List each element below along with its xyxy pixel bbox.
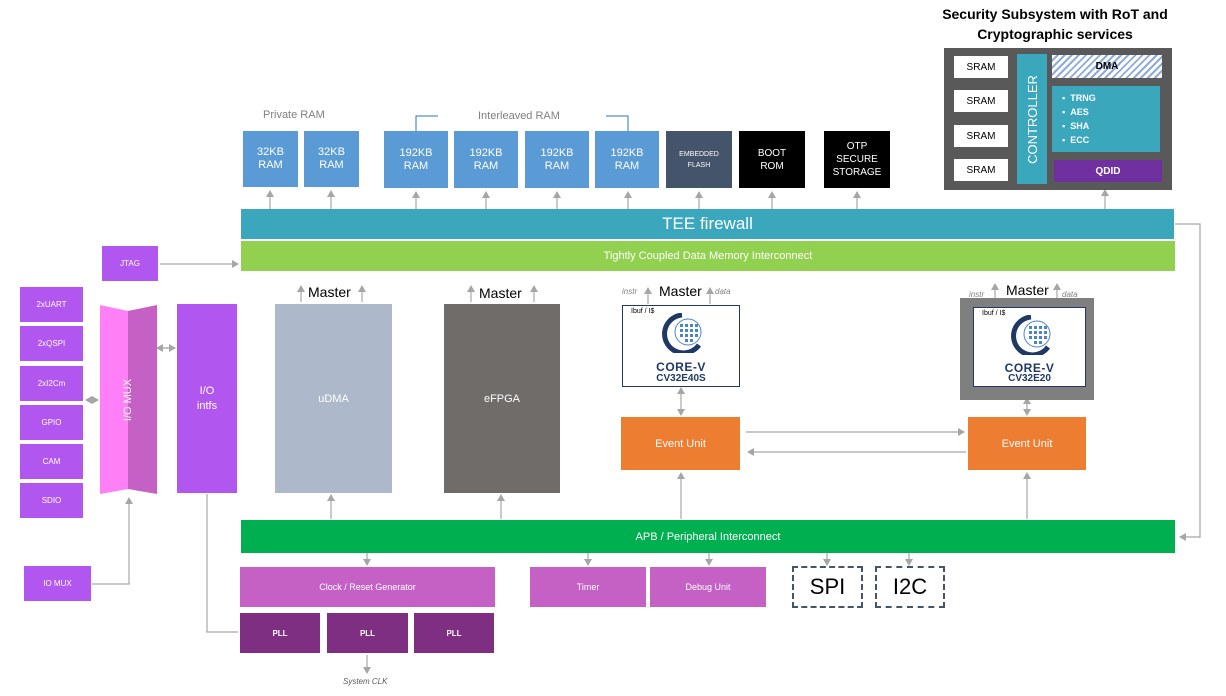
interleaved-ram-1-type: RAM (403, 159, 429, 172)
data-label-core2: data (1062, 290, 1078, 299)
i2c-block: I2C (875, 566, 945, 608)
master-label-udma: Master (308, 284, 351, 300)
security-sram-4: SRAM (954, 159, 1008, 181)
event-unit-1: Event Unit (621, 417, 740, 470)
crypto-trng-label: TRNG (1070, 93, 1096, 103)
io-mux-label-text: I/O MUX (122, 378, 135, 421)
security-dma: DMA (1052, 55, 1162, 78)
crypto-aes-label: AES (1070, 107, 1089, 117)
private-ram-label: Private RAM (263, 109, 325, 121)
spi-block: SPI (792, 566, 863, 608)
security-sram-3: SRAM (954, 125, 1008, 147)
core2-logo-icon (1011, 315, 1051, 355)
clock-reset-generator: Clock / Reset Generator (240, 567, 495, 607)
apb-interconnect: APB / Peripheral Interconnect (241, 520, 1175, 553)
security-qdid: QDID (1054, 160, 1162, 182)
embedded-flash-l1: EMBEDDED (679, 150, 719, 158)
interleaved-ram-4: 192KB RAM (595, 131, 659, 188)
interleaved-ram-2: 192KB RAM (454, 131, 518, 188)
private-ram-2-size: 32KB (318, 146, 345, 158)
interleaved-ram-3-size: 192KB (540, 146, 574, 159)
udma-block: uDMA (275, 304, 392, 493)
pll-1: PLL (240, 613, 320, 653)
io-mux-small: IO MUX (24, 566, 91, 601)
io-intfs-l1: I/O (199, 384, 215, 397)
instr-label-core2: instr (969, 290, 985, 299)
core-cv32e40s: Ibuf / I$ CORE-V CV32E40S (622, 305, 740, 387)
security-title: Security Subsystem with RoT and Cryptogr… (930, 4, 1180, 44)
boot-rom-l2: ROM (760, 160, 784, 172)
core1-logo-icon (662, 313, 702, 353)
otp-l2: SECURE (836, 154, 878, 165)
security-title-line1: Security Subsystem with RoT and (942, 6, 1168, 22)
security-sram-1: SRAM (954, 56, 1008, 78)
crypto-item-ecc: ▪ ECC (1062, 135, 1090, 145)
crypto-item-trng: ▪ TRNG (1062, 93, 1096, 103)
core-cv32e20: Ibuf / I$ CORE-V CV32E20 (973, 307, 1086, 387)
tcdm-interconnect: Tightly Coupled Data Memory Interconnect (241, 241, 1175, 271)
private-ram-1-type: RAM (258, 159, 283, 171)
crypto-ecc-label: ECC (1070, 135, 1090, 145)
interleaved-ram-2-size: 192KB (469, 146, 503, 159)
security-crypto-block: ▪ TRNG ▪ AES ▪ SHA ▪ ECC (1052, 86, 1160, 152)
interleaved-ram-4-type: RAM (614, 159, 640, 172)
security-title-line2: Cryptographic services (977, 26, 1133, 42)
private-ram-1: 32KB RAM (243, 131, 298, 187)
core1-ibuf-label: Ibuf / I$ (631, 308, 655, 315)
master-label-efpga: Master (479, 285, 522, 301)
crypto-sha-label: SHA (1070, 121, 1090, 131)
interleaved-ram-3: 192KB RAM (525, 131, 589, 188)
system-clk-label: System CLK (343, 677, 388, 686)
core2-name: CV32E20 (1008, 373, 1051, 384)
core2-brand: CORE-V (1004, 361, 1055, 375)
embedded-flash: EMBEDDED FLASH (666, 131, 732, 188)
tee-firewall: TEE firewall (241, 209, 1174, 239)
efpga-block: eFPGA (444, 304, 560, 493)
timer-block: Timer (530, 567, 646, 607)
crypto-item-sha: ▪ SHA (1062, 121, 1090, 131)
security-controller: CONTROLLER (1017, 54, 1047, 184)
pll-2: PLL (327, 613, 408, 653)
core1-name: CV32E40S (656, 373, 706, 384)
otp-secure-storage: OTP SECURE STORAGE (824, 131, 890, 188)
interleaved-ram-4-size: 192KB (610, 146, 644, 159)
periph-2xuart: 2xUART (20, 287, 83, 322)
security-controller-label: CONTROLLER (1024, 74, 1040, 164)
data-label-core1: data (715, 287, 731, 296)
master-label-core1: Master (659, 283, 702, 299)
private-ram-2-type: RAM (319, 159, 344, 171)
debug-unit: Debug Unit (650, 567, 766, 607)
private-ram-1-size: 32KB (257, 146, 284, 158)
master-label-core2: Master (1006, 282, 1049, 298)
core2-ibuf-label: Ibuf / I$ (982, 310, 1006, 317)
otp-l3: STORAGE (832, 167, 882, 178)
core1-brand: CORE-V (656, 360, 706, 374)
periph-cam: CAM (20, 444, 83, 479)
otp-l1: OTP (846, 141, 868, 152)
boot-rom-l1: BOOT (757, 147, 787, 159)
private-ram-2: 32KB RAM (304, 131, 359, 187)
interleaved-ram-3-type: RAM (544, 159, 570, 172)
interleaved-ram-2-type: RAM (473, 159, 499, 172)
periph-2xi2cm: 2xI2Cm (20, 366, 83, 401)
instr-label-core1: instr (622, 287, 638, 296)
interleaved-ram-label: Interleaved RAM (478, 110, 560, 122)
jtag-block: JTAG (102, 246, 158, 281)
embedded-flash-l2: FLASH (687, 161, 711, 169)
periph-gpio: GPIO (20, 405, 83, 440)
periph-2xqspi: 2xQSPI (20, 326, 83, 361)
io-intfs: I/O intfs (177, 304, 237, 493)
io-mux-shape (100, 305, 157, 494)
io-intfs-l2: intfs (196, 399, 218, 412)
security-sram-2: SRAM (954, 90, 1008, 112)
event-unit-2: Event Unit (968, 417, 1086, 470)
interleaved-ram-1-size: 192KB (399, 146, 433, 159)
interleaved-ram-1: 192KB RAM (384, 131, 448, 188)
boot-rom: BOOT ROM (739, 131, 805, 188)
io-mux-label: I/O MUX (100, 305, 157, 494)
pll-3: PLL (414, 613, 494, 653)
periph-sdio: SDIO (20, 483, 83, 518)
crypto-item-aes: ▪ AES (1062, 107, 1089, 117)
